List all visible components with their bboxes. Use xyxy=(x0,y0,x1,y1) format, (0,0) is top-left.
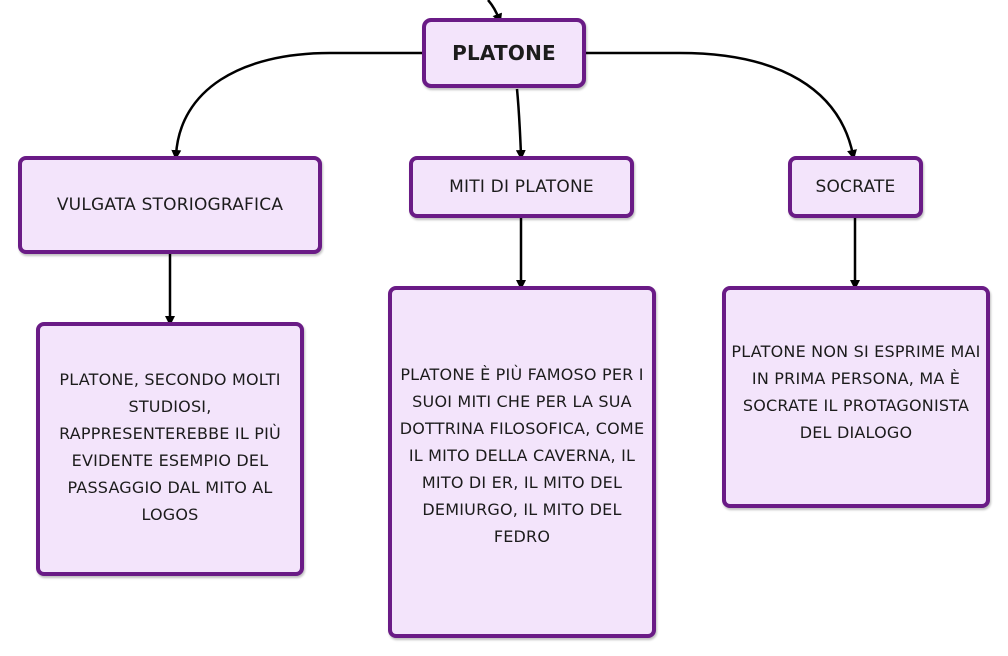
connector-root-to-vulgata xyxy=(171,51,422,160)
root-node-label: PLATONE xyxy=(452,41,556,65)
branch-node-socrate[interactable]: SOCRATE xyxy=(788,156,923,218)
branch-node-miti[interactable]: MITI DI PLATONE xyxy=(409,156,634,218)
incoming-connector xyxy=(487,0,502,24)
root-node-platone[interactable]: PLATONE xyxy=(422,18,586,88)
detail-node-vulgata[interactable]: PLATONE, SECONDO MOLTI STUDIOSI, RAPPRES… xyxy=(36,322,304,576)
detail-node-text: PLATONE È PIÙ FAMOSO PER I SUOI MITI CHE… xyxy=(399,364,645,546)
branch-node-vulgata[interactable]: VULGATA STORIOGRAFICA xyxy=(18,156,322,254)
detail-node-miti[interactable]: PLATONE È PIÙ FAMOSO PER I SUOI MITI CHE… xyxy=(388,286,656,638)
connector-root-to-miti xyxy=(515,88,526,160)
branch-node-label: VULGATA STORIOGRAFICA xyxy=(56,195,284,215)
detail-node-text: PLATONE, SECONDO MOLTI STUDIOSI, RAPPRES… xyxy=(59,370,281,524)
branch-node-label: MITI DI PLATONE xyxy=(449,177,594,197)
connector-root-to-socrate xyxy=(586,51,857,160)
detail-node-text: PLATONE NON SI ESPRIME MAI IN PRIMA PERS… xyxy=(731,342,981,442)
detail-node-socrate[interactable]: PLATONE NON SI ESPRIME MAI IN PRIMA PERS… xyxy=(722,286,990,508)
branch-node-label: SOCRATE xyxy=(815,177,896,197)
